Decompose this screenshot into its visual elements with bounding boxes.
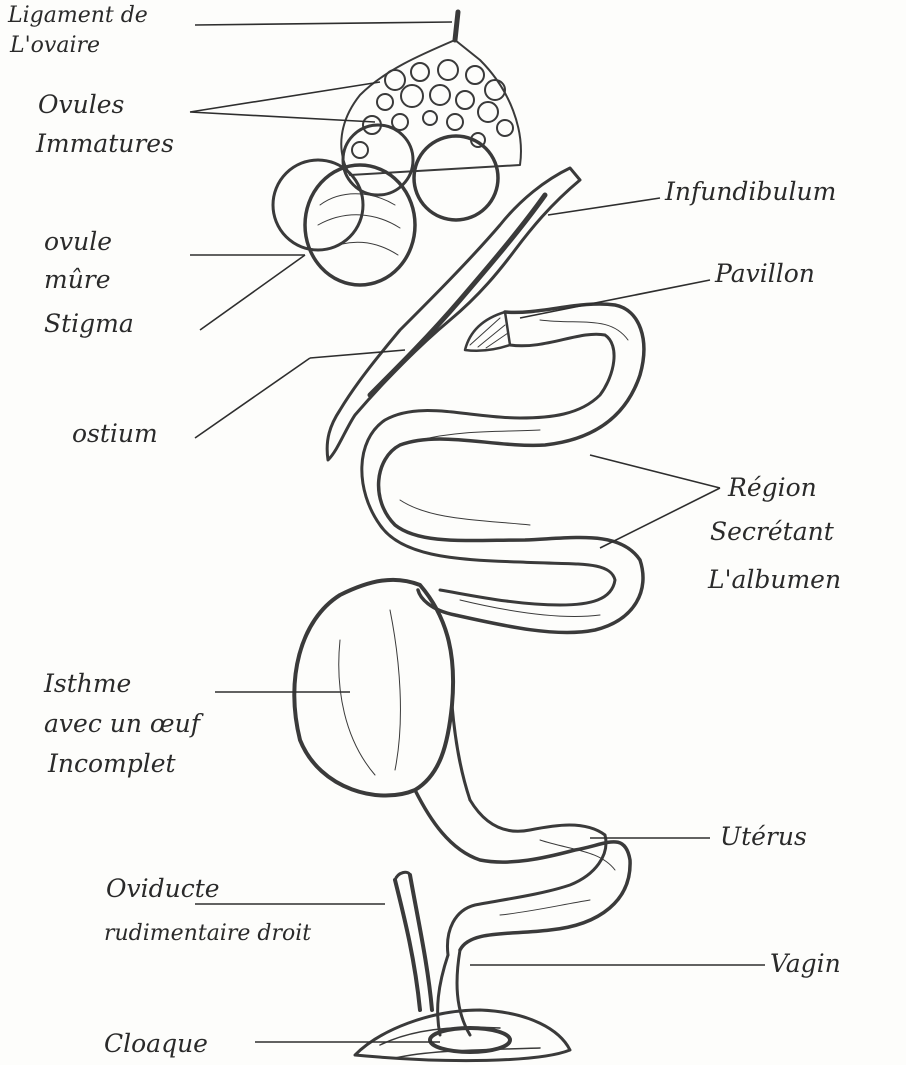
leader-ostium bbox=[195, 358, 310, 438]
rudimentary-oviduct-tube bbox=[395, 875, 432, 1010]
label-region-line2: Secrétant bbox=[710, 517, 835, 546]
infundibulum-slit bbox=[370, 195, 545, 395]
leader-ovules-immatures bbox=[190, 82, 380, 122]
leader-ligament bbox=[195, 22, 452, 25]
vagina bbox=[438, 950, 470, 1035]
ovary-cluster bbox=[341, 40, 521, 175]
label-ovules-line2: Immatures bbox=[35, 129, 174, 158]
magnum-inner bbox=[362, 334, 615, 605]
label-ligament-line1: Ligament de bbox=[7, 3, 148, 28]
leader-region bbox=[590, 455, 720, 548]
isthmus-wall bbox=[452, 705, 470, 800]
label-oviducte-line1: Oviducte bbox=[106, 874, 220, 903]
label-stigma: Stigma bbox=[44, 309, 134, 338]
label-uterus: Utérus bbox=[720, 822, 807, 851]
vagina-tube bbox=[438, 950, 470, 1035]
label-region-line1: Région bbox=[727, 473, 817, 502]
pavillon-fan bbox=[465, 312, 510, 351]
uterus-folds bbox=[500, 840, 615, 915]
leader-lines bbox=[190, 22, 765, 1042]
follicle-left bbox=[273, 160, 363, 250]
leader-pavillon bbox=[520, 280, 710, 318]
label-isthme-line3: Incomplet bbox=[47, 749, 177, 778]
label-pavillon: Pavillon bbox=[714, 259, 815, 288]
label-ovules-line1: Ovules bbox=[38, 90, 124, 119]
uterus bbox=[415, 790, 630, 955]
ligament-stalk bbox=[455, 12, 458, 40]
label-region-line3: L'albumen bbox=[707, 565, 841, 594]
label-vagin: Vagin bbox=[770, 949, 841, 978]
label-infundibulum: Infundibulum bbox=[664, 177, 836, 206]
uterus-outer bbox=[415, 790, 630, 950]
label-cloaque: Cloaque bbox=[104, 1029, 208, 1058]
label-ovule-mure-line2: mûre bbox=[44, 265, 111, 294]
label-oviducte-line2: rudimentaire droit bbox=[104, 921, 311, 946]
magnum-folds bbox=[400, 320, 628, 617]
label-ostium: ostium bbox=[72, 419, 158, 448]
rudimentary-oviduct bbox=[395, 872, 432, 1010]
cloaca-opening bbox=[430, 1028, 510, 1052]
label-isthme-line1: Isthme bbox=[43, 669, 131, 698]
label-ovule-mure-line1: ovule bbox=[44, 227, 112, 256]
follicle-large-right bbox=[414, 136, 498, 220]
mature-ovum bbox=[305, 165, 415, 285]
leader-stigma bbox=[200, 255, 305, 330]
incomplete-egg bbox=[294, 580, 453, 796]
leader-ostium-upper bbox=[310, 350, 405, 358]
label-ligament-line2: L'ovaire bbox=[9, 33, 100, 58]
labels: Ligament de L'ovaire Ovules Immatures ov… bbox=[7, 3, 841, 1058]
leader-infundibulum bbox=[548, 198, 660, 215]
oviduct-tube bbox=[362, 304, 644, 633]
label-isthme-line2: avec un œuf bbox=[44, 709, 204, 738]
